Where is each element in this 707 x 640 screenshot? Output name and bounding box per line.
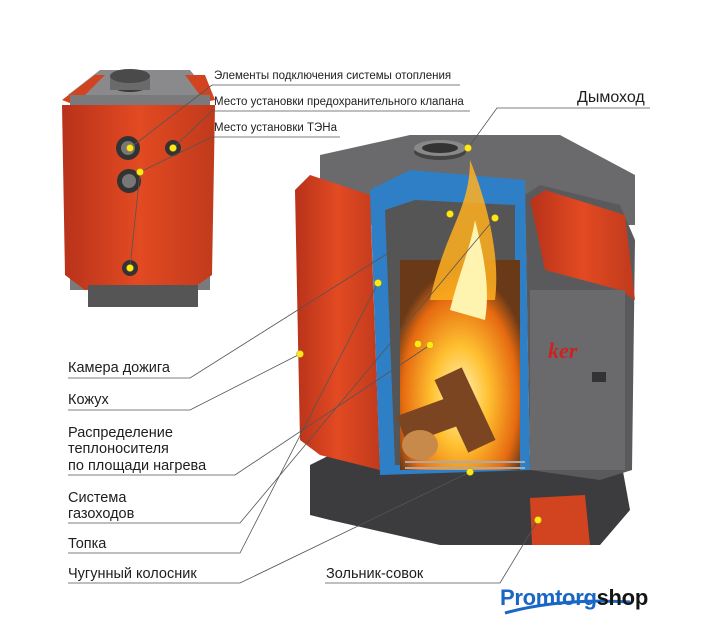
callout-flue-system-1: Система	[68, 490, 127, 506]
callout-ash-pan: Зольник-совок	[326, 566, 424, 582]
callout-firebox: Топка	[68, 536, 107, 552]
callout-distribution-3: по площади нагрева	[68, 458, 207, 474]
logo-swoosh	[504, 599, 631, 615]
callout-casing: Кожух	[68, 392, 109, 408]
logo-part2: shop	[596, 585, 649, 610]
marker-dots	[126, 144, 542, 524]
callout-chimney: Дымоход	[577, 89, 645, 106]
logo-part1: Promtorg	[500, 585, 597, 610]
callout-distribution-2: теплоносителя	[68, 441, 169, 457]
callout-safety-valve: Место установки предохранительного клапа…	[214, 96, 464, 108]
promtorgshop-logo[interactable]: Promtorgshop	[500, 585, 648, 611]
callout-cast-iron-grate: Чугунный колосник	[68, 566, 197, 582]
callout-afterburn-chamber: Камера дожига	[68, 360, 170, 376]
leader-lines	[68, 84, 650, 584]
callout-distribution-1: Распределение	[68, 425, 173, 441]
boiler-cutaway: ker	[295, 135, 635, 545]
callout-heating-connections: Элементы подключения системы отопления	[214, 70, 452, 82]
door-brand-text: ker	[548, 338, 578, 363]
callout-flue-system-2: газоходов	[68, 506, 135, 522]
small-boiler-rear-view	[62, 69, 215, 307]
callout-heater-place: Место установки ТЭНа	[214, 122, 337, 134]
